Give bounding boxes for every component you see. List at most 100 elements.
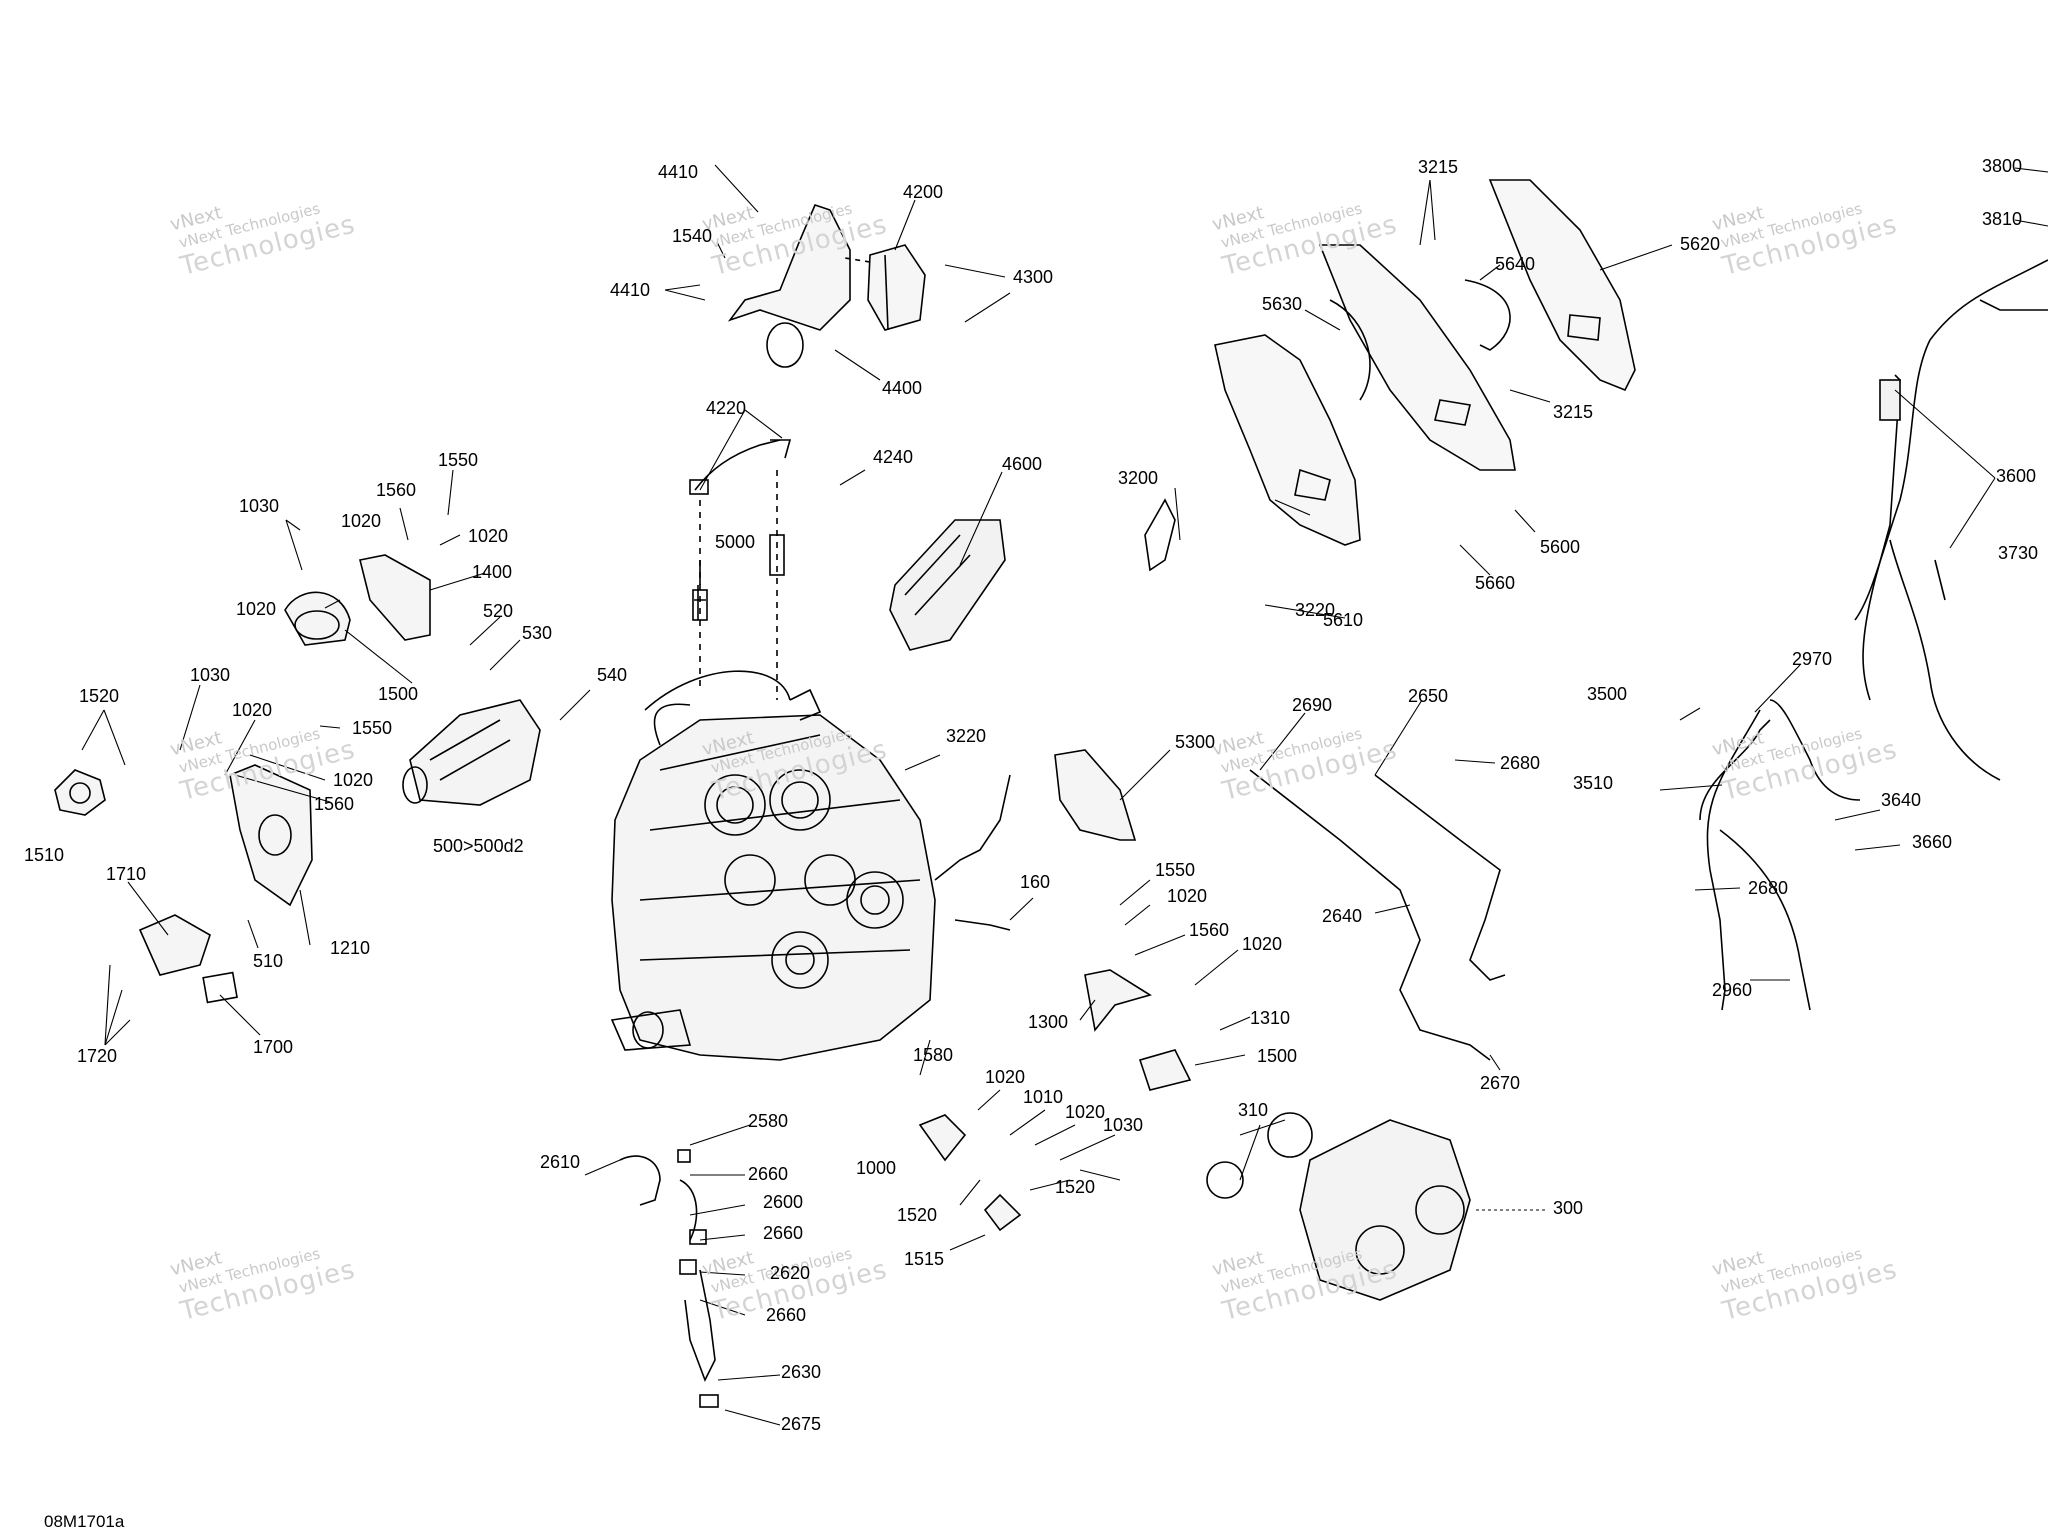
part-label: 1210: [330, 938, 371, 958]
part-label: 2660: [748, 1164, 789, 1184]
part-label: 1020: [341, 511, 382, 531]
part-label: 1560: [1189, 920, 1230, 940]
part-label: 2680: [1748, 878, 1789, 898]
part-label: 2650: [1408, 686, 1449, 706]
part-label: 4300: [1013, 267, 1054, 287]
part-label: 5630: [1262, 294, 1303, 314]
part-label: 1540: [672, 226, 713, 246]
part-label: 3200: [1118, 468, 1159, 488]
part-label: 1010: [1023, 1087, 1064, 1107]
part-label: 1500: [1257, 1046, 1298, 1066]
part-label: 1030: [1103, 1115, 1144, 1135]
part-label: 2675: [781, 1414, 822, 1434]
part-label: 1030: [190, 665, 231, 685]
part-label: 310: [1238, 1100, 1269, 1120]
part-label: 1720: [77, 1046, 118, 1066]
part-label: 3600: [1996, 466, 2037, 486]
part-label: 500>500d2: [433, 836, 524, 856]
leader-lines: [81, 164, 2048, 1426]
part-label: 1550: [352, 718, 393, 738]
part-label: 3215: [1553, 402, 1594, 422]
part-label: 4410: [658, 162, 699, 182]
small-bracket: [138, 914, 238, 1004]
part-label: 4400: [882, 378, 923, 398]
part-label: 1580: [913, 1045, 954, 1065]
part-label: 5000: [715, 532, 756, 552]
part-label: 1710: [106, 864, 147, 884]
part-label: 2670: [1480, 1073, 1521, 1093]
part-label: 2680: [1500, 753, 1541, 773]
part-label: 510: [253, 951, 284, 971]
engine-control-module: [889, 519, 1006, 651]
part-label: 4600: [1002, 454, 1043, 474]
part-label: 1020: [333, 770, 374, 790]
part-label: 4240: [873, 447, 914, 467]
part-label: 540: [597, 665, 628, 685]
part-label: 300: [1553, 1198, 1584, 1218]
part-label: 2690: [1292, 695, 1333, 715]
part-label: 2630: [781, 1362, 822, 1382]
part-label: 3640: [1881, 790, 1922, 810]
part-label: 2960: [1712, 980, 1753, 1000]
starter-motor: [402, 699, 541, 806]
part-label: 2610: [540, 1152, 581, 1172]
part-label: 1500: [378, 684, 419, 704]
part-label: 1030: [239, 496, 280, 516]
coolant-hoses-right: [1054, 749, 1506, 1061]
part-label: 1020: [232, 700, 273, 720]
part-label: 1020: [468, 526, 509, 546]
part-label: 1300: [1028, 1012, 1069, 1032]
part-label: 5610: [1323, 610, 1364, 630]
part-label: 2660: [763, 1223, 804, 1243]
part-label: 5300: [1175, 732, 1216, 752]
part-label: 3800: [1982, 156, 2023, 176]
coolant-hoses-lower: [619, 1149, 719, 1408]
part-label: 1515: [904, 1249, 945, 1269]
part-label: 1560: [314, 794, 355, 814]
engine-block: [610, 670, 936, 1061]
part-label: 1520: [79, 686, 120, 706]
part-label: 1520: [1055, 1177, 1096, 1197]
part-label: 1400: [472, 562, 513, 582]
part-label: 1020: [1167, 886, 1208, 906]
part-label: 2970: [1792, 649, 1833, 669]
part-label: 3810: [1982, 209, 2023, 229]
part-label: 2600: [763, 1192, 804, 1212]
part-label: 1550: [1155, 860, 1196, 880]
part-label: 520: [483, 601, 514, 621]
part-label: 2640: [1322, 906, 1363, 926]
part-label: 5600: [1540, 537, 1581, 557]
part-label: 1510: [24, 845, 65, 865]
part-label: 5640: [1495, 254, 1536, 274]
engine-mount-right: [918, 969, 1192, 1232]
part-label: 1560: [376, 480, 417, 500]
part-label: 1020: [1065, 1102, 1106, 1122]
part-label: 3220: [946, 726, 987, 746]
part-label: 1020: [236, 599, 277, 619]
part-label: 4410: [610, 280, 651, 300]
part-label: 3500: [1587, 684, 1628, 704]
part-label: 530: [522, 623, 553, 643]
part-label: 1550: [438, 450, 479, 470]
part-label: 3660: [1912, 832, 1953, 852]
part-label: 2620: [770, 1263, 811, 1283]
part-label: 5620: [1680, 234, 1721, 254]
part-label: 2660: [766, 1305, 807, 1325]
engine-mounts-left: [54, 554, 431, 907]
part-label: 1020: [985, 1067, 1026, 1087]
part-label: 1000: [856, 1158, 897, 1178]
ignition-coil-bracket: [727, 204, 926, 368]
part-label: 2580: [748, 1111, 789, 1131]
part-label: 1310: [1250, 1008, 1291, 1028]
spark-plugs: [689, 439, 792, 700]
exhaust-covers: [1144, 179, 1636, 572]
part-label: 160: [1020, 872, 1051, 892]
part-label: 3730: [1998, 543, 2039, 563]
part-label: 1020: [1242, 934, 1283, 954]
part-label: 5660: [1475, 573, 1516, 593]
part-label: 1520: [897, 1205, 938, 1225]
part-label: 4220: [706, 398, 747, 418]
part-label: 3510: [1573, 773, 1614, 793]
drawing-code: 08M1701a: [44, 1512, 125, 1531]
